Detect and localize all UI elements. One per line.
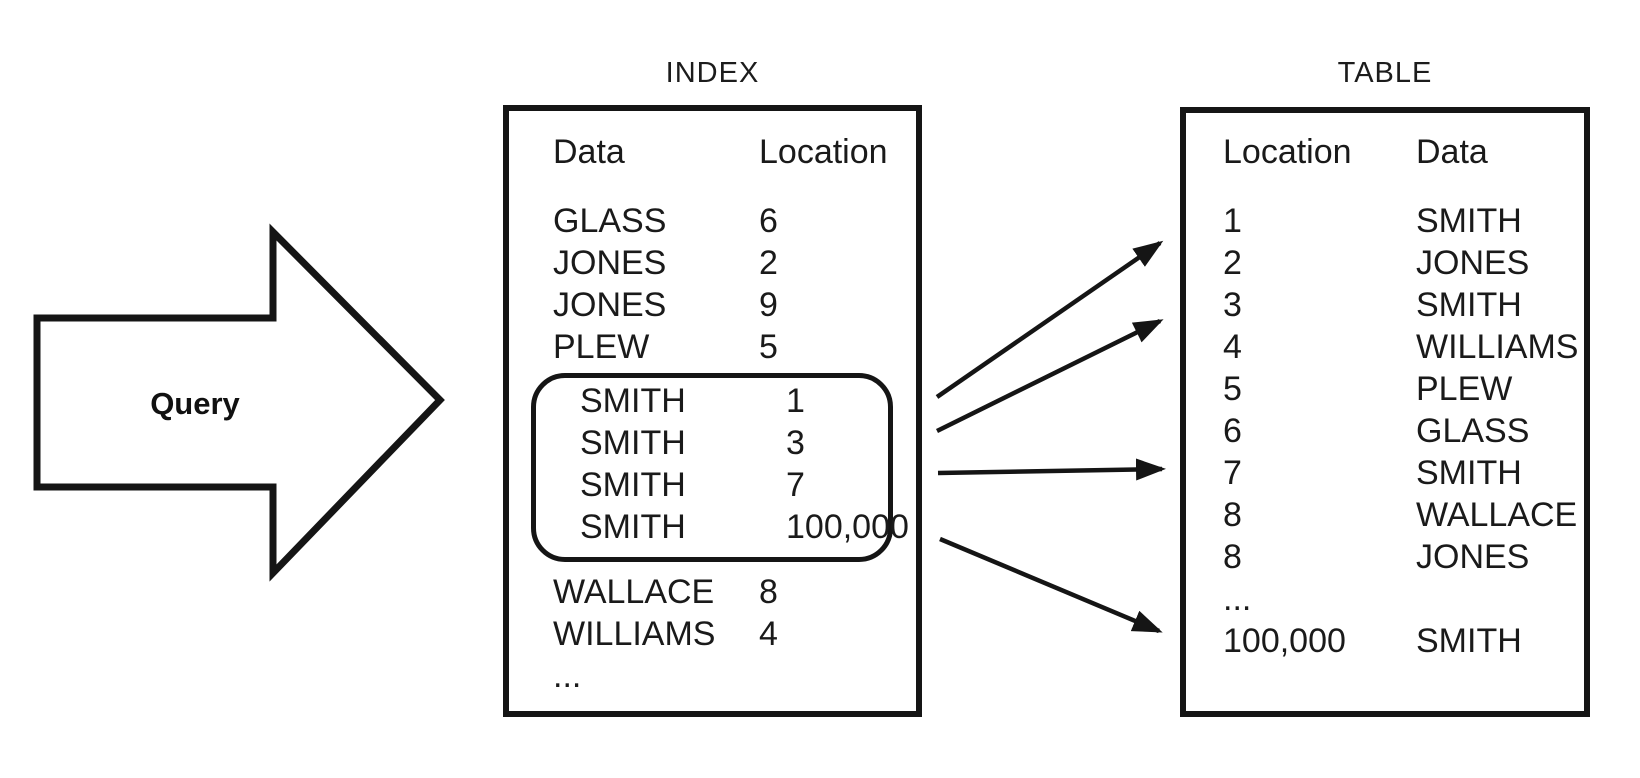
cell-location: 5: [1223, 370, 1242, 408]
cell-data: PLEW: [1416, 370, 1513, 408]
cell-location: 4: [759, 615, 778, 653]
cell-data: WALLACE: [1416, 496, 1578, 534]
table-row: 100,000 SMITH: [1186, 620, 1584, 662]
query-label: Query: [150, 386, 240, 421]
cell-location: 3: [786, 424, 805, 462]
cell-data: SMITH: [1416, 622, 1522, 660]
cell-data: JONES: [1416, 244, 1530, 282]
cell-data: SMITH: [580, 382, 686, 420]
cell-location: 4: [1223, 328, 1242, 366]
cell-location: 7: [1223, 454, 1242, 492]
highlighted-index-row: SMITH 1: [536, 380, 888, 422]
link-arrow-to-row-1: [935, 240, 1164, 399]
index-row: JONES 2: [509, 242, 916, 284]
link-arrow-to-row-7: [937, 458, 1166, 481]
cell-location: [759, 655, 916, 697]
query-arrow: [33, 223, 445, 582]
cell-location: 100,000: [786, 508, 909, 546]
cell-location: 8: [759, 573, 778, 611]
cell-location: 6: [1223, 412, 1242, 450]
cell-data: SMITH: [580, 424, 686, 462]
cell-data: SMITH: [1416, 454, 1522, 492]
table-column-header-data: Data: [1416, 133, 1488, 171]
table-row: 4 WILLIAMS: [1186, 326, 1584, 368]
query-arrow-shape: [33, 223, 445, 582]
cell-data: SMITH: [1416, 286, 1522, 324]
highlighted-index-row: SMITH 3: [536, 422, 888, 464]
index-to-table-arrows: [935, 240, 1166, 634]
cell-data: GLASS: [1416, 412, 1530, 450]
link-arrow-to-row-3: [936, 318, 1164, 434]
table-row: 2 JONES: [1186, 242, 1584, 284]
cell-data: JONES: [553, 244, 667, 282]
index-row: WILLIAMS 4: [509, 613, 916, 655]
cell-location: 6: [759, 202, 778, 240]
cell-data: GLASS: [553, 202, 667, 240]
index-column-header-location: Location: [759, 133, 888, 171]
cell-location: 100,000: [1223, 622, 1346, 660]
table-row: 8 JONES: [1186, 536, 1584, 578]
table-row: 1 SMITH: [1186, 200, 1584, 242]
cell-location: 8: [1223, 538, 1242, 576]
table-column-header-location: Location: [1223, 133, 1352, 171]
table-title: TABLE: [1337, 57, 1433, 89]
cell-data: SMITH: [580, 508, 686, 546]
cell-location: 8: [1223, 496, 1242, 534]
index-title: INDEX: [665, 57, 760, 89]
cell-location: 9: [759, 286, 778, 324]
index-box: Data Location GLASS 6 JONES 2 JONES 9 PL…: [503, 105, 922, 717]
index-header-row: Data Location: [509, 135, 916, 169]
table-row: 3 SMITH: [1186, 284, 1584, 326]
link-arrow-to-row-100000: [939, 536, 1163, 634]
cell-data: SMITH: [1416, 202, 1522, 240]
index-row: JONES 9: [509, 284, 916, 326]
table-header-row: Location Data: [1186, 135, 1584, 169]
cell-data: WILLIAMS: [553, 615, 716, 653]
cell-location: 3: [1223, 286, 1242, 324]
table-box: Location Data 1 SMITH 2 JONES 3 SMITH 4 …: [1180, 107, 1590, 717]
cell-location: 1: [786, 382, 805, 420]
highlighted-index-row: SMITH 7: [536, 464, 888, 506]
cell-data: JONES: [1416, 538, 1530, 576]
index-row: GLASS 6: [509, 200, 916, 242]
table-row: 8 WALLACE: [1186, 494, 1584, 536]
cell-location: 7: [786, 466, 805, 504]
highlighted-index-row: SMITH 100,000: [536, 506, 909, 548]
cell-data: WILLIAMS: [1416, 328, 1579, 366]
cell-data: PLEW: [553, 328, 650, 366]
index-row: PLEW 5: [509, 326, 916, 368]
table-row: 5 PLEW: [1186, 368, 1584, 410]
table-ellipsis: ...: [1186, 578, 1584, 620]
cell-location: ...: [1223, 580, 1252, 618]
smith-group-highlight: SMITH 1 SMITH 3 SMITH 7 SMITH 100,000: [531, 373, 909, 562]
index-ellipsis: ...: [509, 655, 916, 697]
cell-data: [1416, 578, 1584, 620]
cell-location: 1: [1223, 202, 1242, 240]
cell-location: 2: [759, 244, 778, 282]
table-row: 7 SMITH: [1186, 452, 1584, 494]
index-row: WALLACE 8: [509, 571, 916, 613]
index-column-header-data: Data: [553, 133, 625, 171]
table-row: 6 GLASS: [1186, 410, 1584, 452]
cell-location: 5: [759, 328, 778, 366]
cell-data: ...: [553, 657, 582, 695]
cell-data: JONES: [553, 286, 667, 324]
cell-data: SMITH: [580, 466, 686, 504]
cell-data: WALLACE: [553, 573, 715, 611]
cell-location: 2: [1223, 244, 1242, 282]
